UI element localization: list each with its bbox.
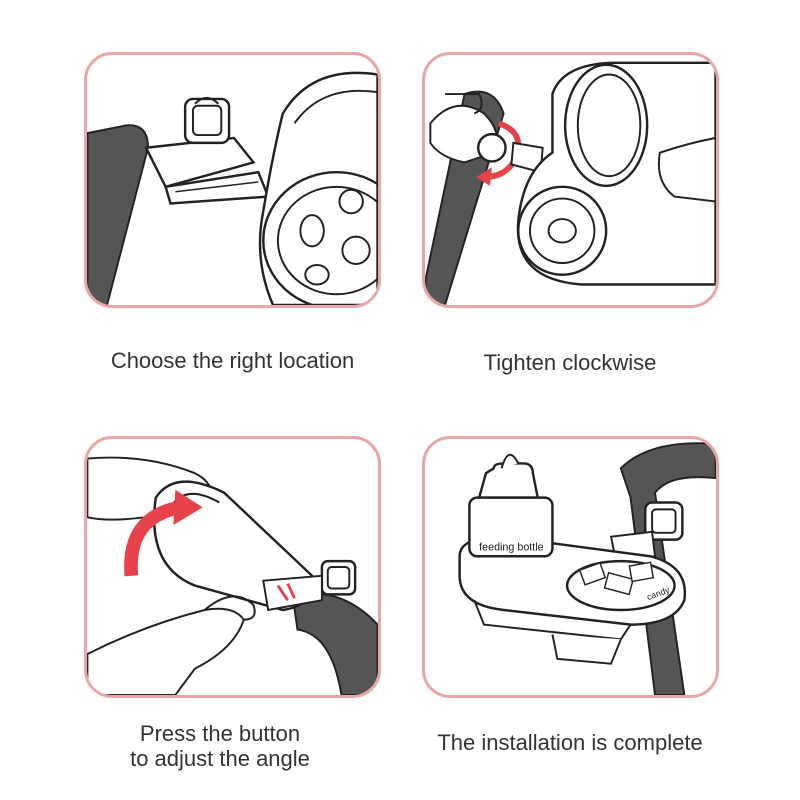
- bottle-nipple: [477, 462, 540, 499]
- step-caption: Tighten clockwise: [483, 350, 657, 375]
- illustration-frame-3: [84, 436, 381, 698]
- illustration-frame-1: [84, 52, 381, 308]
- step-caption: The installation is complete: [437, 730, 703, 755]
- stroller-bar: [87, 124, 150, 305]
- clamp-knob: [476, 132, 507, 163]
- illustration-tighten-clockwise: [425, 61, 716, 305]
- stroller-bar: [619, 442, 716, 695]
- step-caption: Choose the right location: [110, 348, 355, 373]
- illustration-frame-2: [422, 52, 719, 308]
- step-caption: Press the button to adjust the angle: [130, 721, 310, 771]
- illustration-frame-4: feeding bottle candy: [422, 436, 719, 698]
- feeding-bottle: [468, 496, 554, 558]
- illustration-choose-location: [87, 71, 378, 305]
- rotate-arrow-icon: [124, 500, 182, 577]
- stroller-bar: [291, 592, 378, 695]
- bottle-label: feeding bottle: [479, 541, 543, 553]
- illustration-adjust-angle: [87, 456, 378, 695]
- illustration-installation-complete: feeding bottle candy: [458, 442, 716, 695]
